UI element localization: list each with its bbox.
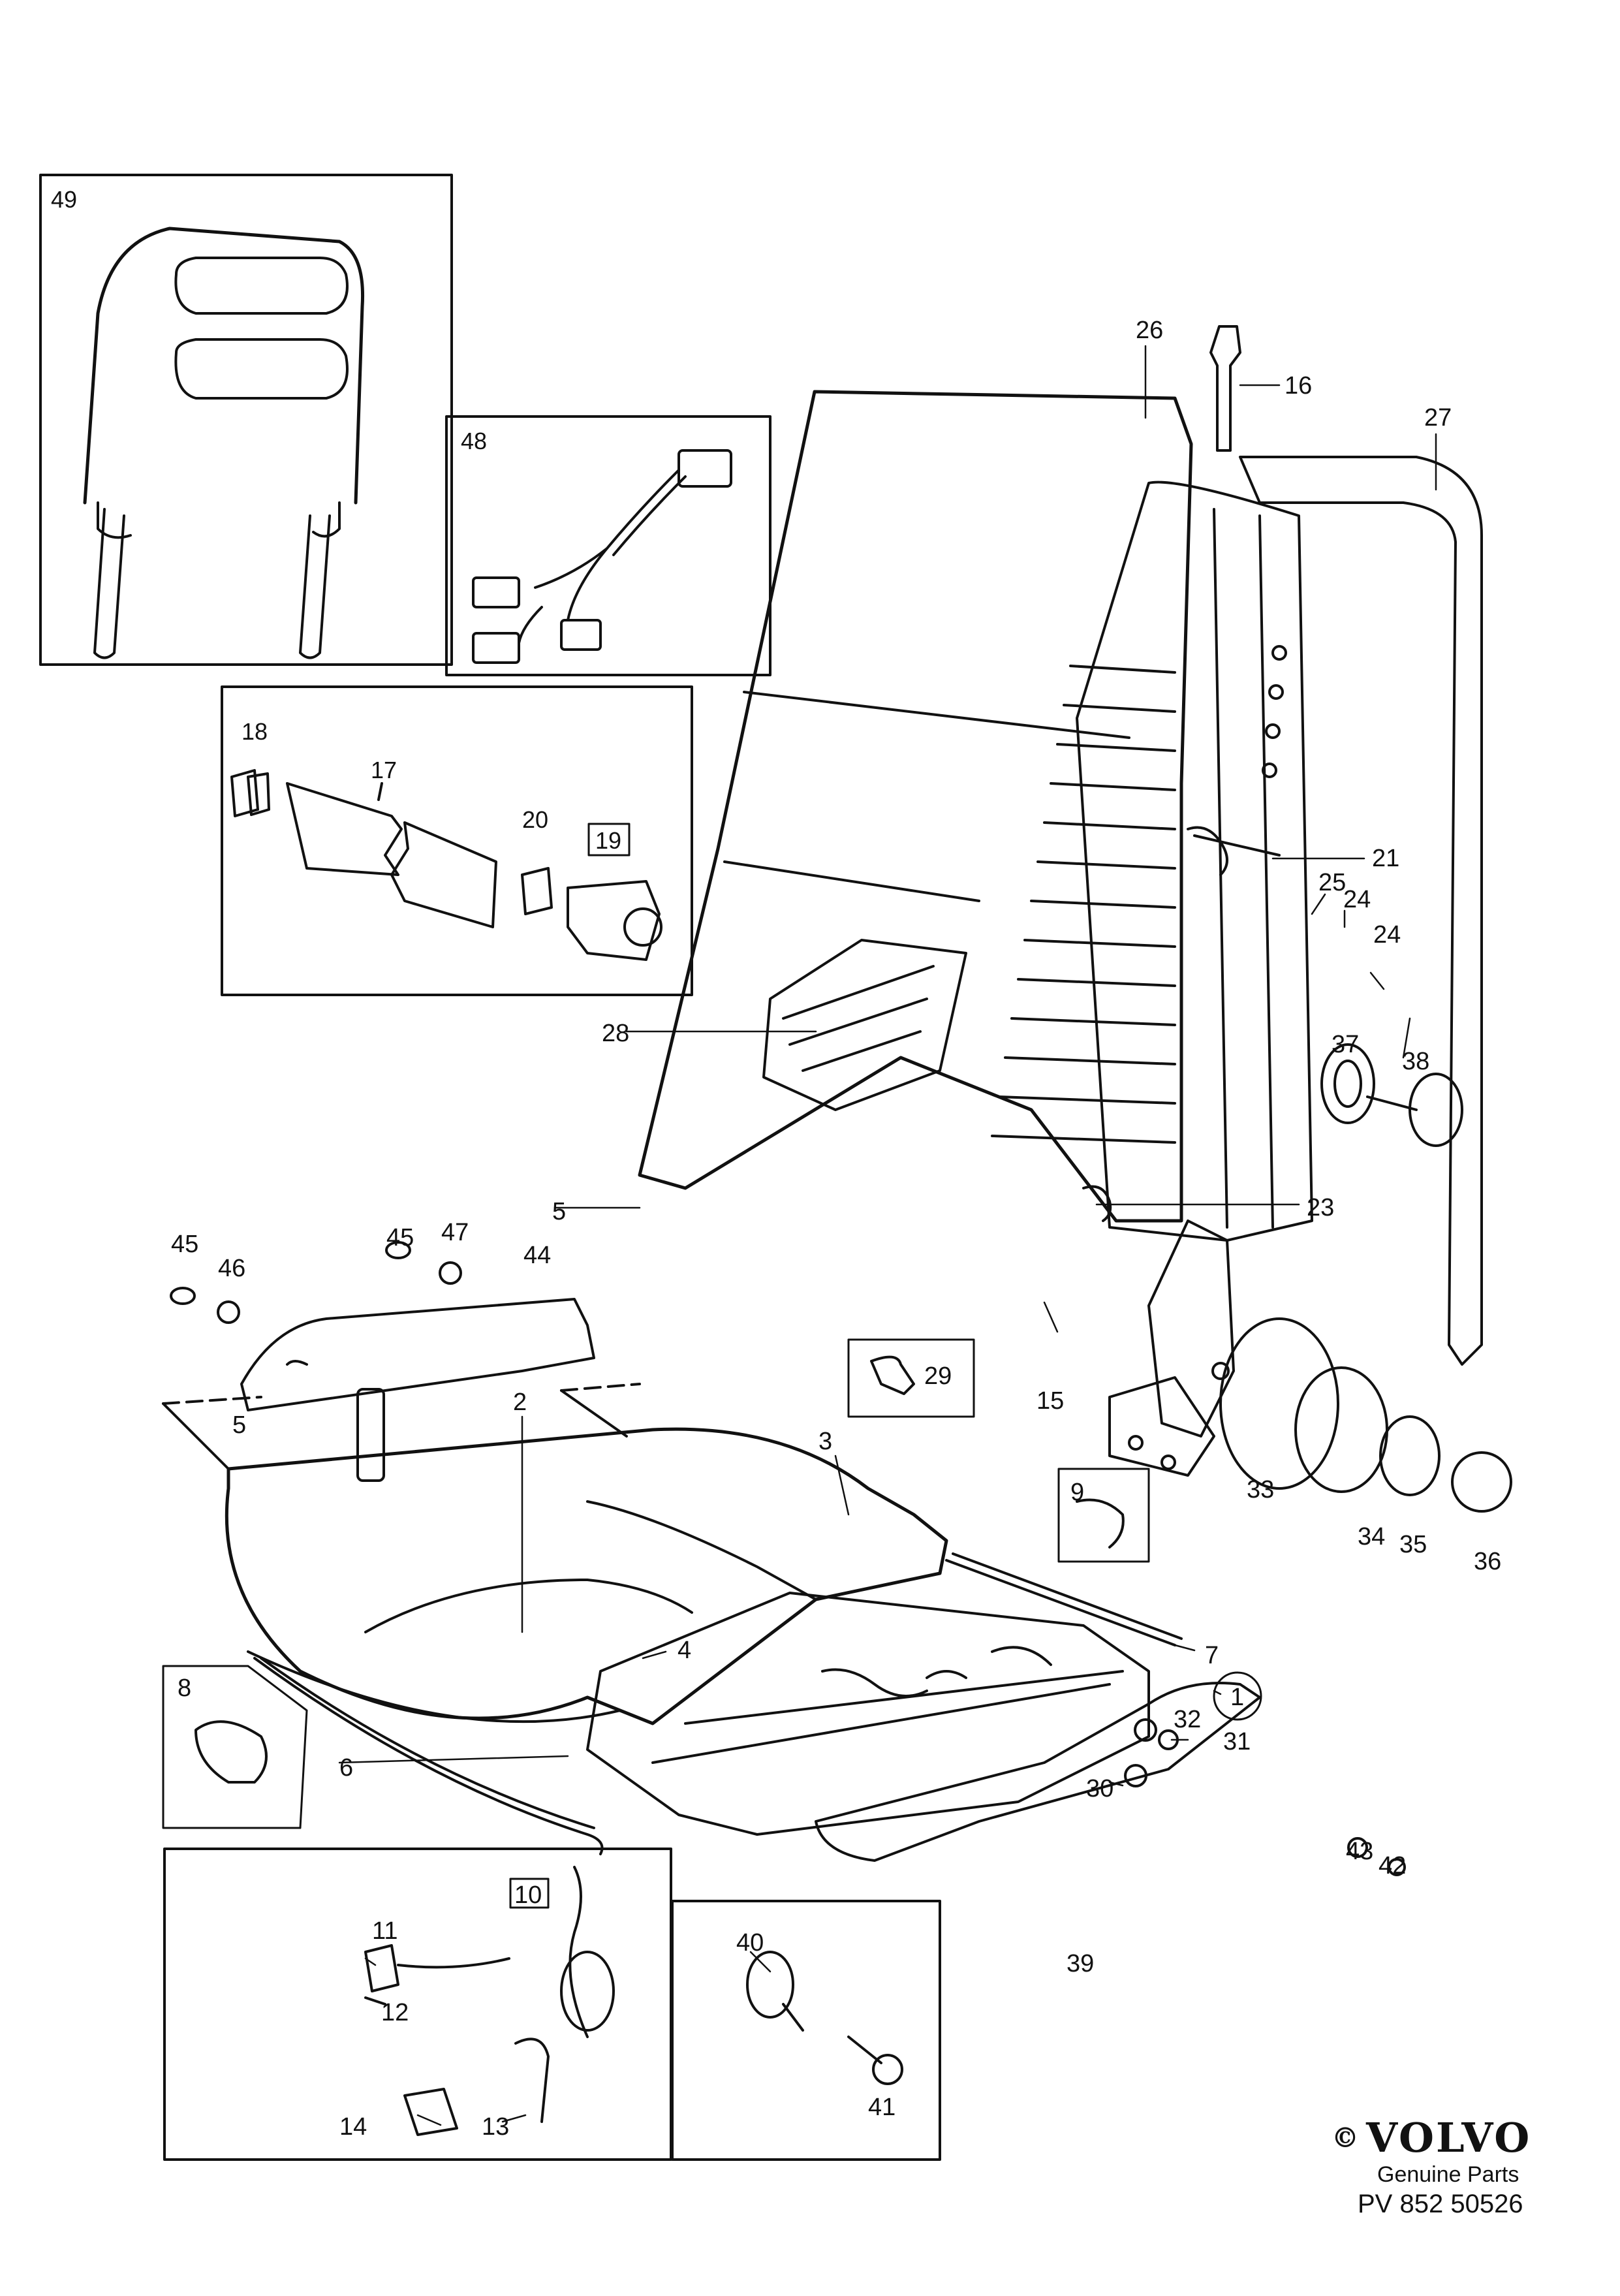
callout-20: 20 bbox=[522, 806, 548, 833]
callout-19: 19 bbox=[595, 827, 621, 854]
callout-18: 18 bbox=[241, 718, 268, 745]
callout-16: 16 bbox=[1285, 372, 1312, 400]
callout-40: 40 bbox=[736, 1929, 764, 1957]
inset-48-wiring-harness: 48 bbox=[445, 415, 771, 676]
callout-1: 1 bbox=[1230, 1684, 1244, 1711]
callout-30: 30 bbox=[1086, 1775, 1114, 1802]
callout-45b: 45 bbox=[171, 1231, 198, 1258]
callout-13: 13 bbox=[482, 2113, 509, 2141]
callout-41: 41 bbox=[868, 2094, 896, 2121]
inset-49-head-restraint: 49 bbox=[39, 174, 453, 666]
callout-32: 32 bbox=[1174, 1706, 1201, 1733]
callout-21: 21 bbox=[1372, 845, 1399, 872]
callout-31: 31 bbox=[1223, 1728, 1251, 1755]
callout-5b: 5 bbox=[232, 1411, 246, 1439]
callout-10: 10 bbox=[514, 1881, 542, 1909]
callout-14: 14 bbox=[339, 2113, 367, 2141]
callout-29: 29 bbox=[924, 1362, 952, 1390]
callout-11: 11 bbox=[372, 1917, 397, 1945]
callout-2: 2 bbox=[513, 1389, 527, 1416]
inset-seat-heater: 18 17 20 19 bbox=[221, 685, 693, 996]
inset-8-clip bbox=[162, 1665, 308, 1829]
seat-back-slats bbox=[991, 665, 1176, 1144]
inset-29-clip bbox=[847, 1338, 975, 1418]
callout-6: 6 bbox=[339, 1754, 353, 1782]
callout-27: 27 bbox=[1424, 404, 1452, 432]
callout-37: 37 bbox=[1332, 1031, 1359, 1058]
diagram-code: PV 852 50526 bbox=[1358, 2190, 1523, 2218]
callout-labels: 26 16 27 21 25 24 24 37 38 28 5 23 29 15… bbox=[171, 317, 1501, 2141]
callout-45a: 45 bbox=[386, 1224, 414, 1251]
callout-3: 3 bbox=[818, 1428, 832, 1455]
callout-24a: 24 bbox=[1343, 886, 1371, 913]
callout-15: 15 bbox=[1036, 1387, 1064, 1415]
callout-42: 42 bbox=[1379, 1852, 1406, 1879]
callout-9: 9 bbox=[1070, 1479, 1084, 1506]
callout-35: 35 bbox=[1399, 1531, 1427, 1558]
callout-28: 28 bbox=[602, 1020, 629, 1047]
inset-10-14-wiring bbox=[163, 1848, 672, 2161]
volvo-brand-block: ©VOLVO Genuine Parts PV 852 50526 bbox=[1332, 2115, 1606, 2259]
callout-17: 17 bbox=[371, 757, 397, 783]
callout-46: 46 bbox=[218, 1255, 245, 1282]
logo-text: VOLVO bbox=[1366, 2114, 1532, 2162]
side-trim-27 bbox=[1239, 456, 1483, 1366]
callout-44: 44 bbox=[523, 1242, 551, 1269]
inset-9-retainer bbox=[1057, 1468, 1150, 1563]
callout-36: 36 bbox=[1474, 1548, 1501, 1575]
callout-43: 43 bbox=[1346, 1838, 1373, 1865]
seat-cushion-assembly bbox=[162, 1241, 1406, 1876]
callout-5a: 5 bbox=[552, 1198, 566, 1225]
genuine-parts-label: Genuine Parts bbox=[1377, 2162, 1519, 2187]
callout-12: 12 bbox=[381, 1999, 409, 2026]
leader-lines bbox=[338, 345, 1437, 2126]
callout-34: 34 bbox=[1358, 1523, 1385, 1550]
callout-33: 33 bbox=[1247, 1476, 1274, 1503]
seat-back-assembly bbox=[638, 390, 1313, 1477]
callout-23: 23 bbox=[1307, 1194, 1334, 1221]
volvo-logo: ©VOLVO bbox=[1332, 2115, 1606, 2161]
callout-38: 38 bbox=[1402, 1048, 1429, 1075]
callout-8: 8 bbox=[178, 1675, 191, 1702]
callout-49: 49 bbox=[51, 186, 77, 213]
callout-25: 25 bbox=[1318, 869, 1346, 896]
callout-24b: 24 bbox=[1373, 921, 1401, 949]
callout-4: 4 bbox=[678, 1637, 691, 1664]
callout-47: 47 bbox=[441, 1219, 469, 1246]
inset-40-41-buffer bbox=[671, 1900, 941, 2161]
callout-7: 7 bbox=[1205, 1642, 1219, 1669]
callout-39: 39 bbox=[1067, 1950, 1094, 1977]
recliner-handwheel-33-36 bbox=[1219, 1317, 1512, 1513]
headrest-guide-16 bbox=[1209, 325, 1241, 452]
copyright-symbol: © bbox=[1332, 2122, 1361, 2154]
callout-26: 26 bbox=[1136, 317, 1163, 344]
recline-knob-37-38 bbox=[1320, 1043, 1463, 1147]
callout-48: 48 bbox=[461, 428, 487, 454]
